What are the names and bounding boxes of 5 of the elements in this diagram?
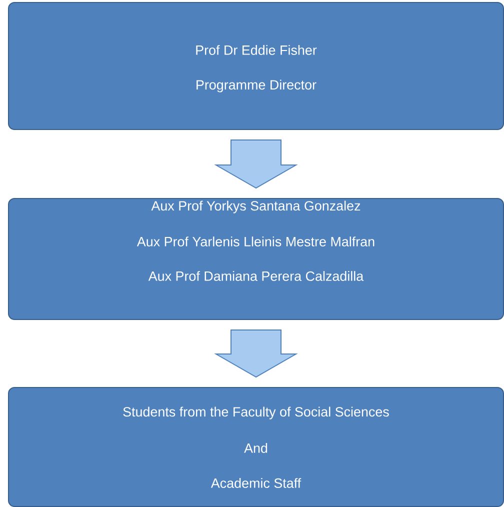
process-box: Aux Prof Yorkys Santana Gonzalez Aux Prof Yarlenis Lleinis Mestre Malfran Aux Prof Damiana Perera Calzadilla	[8, 198, 504, 320]
process-box: Prof Dr Eddie Fisher Programme Director	[8, 2, 504, 130]
block-arrow	[214, 140, 298, 189]
block-arrow	[214, 330, 298, 378]
process-box: Students from the Faculty of Social Sciences And Academic Staff	[8, 387, 504, 507]
